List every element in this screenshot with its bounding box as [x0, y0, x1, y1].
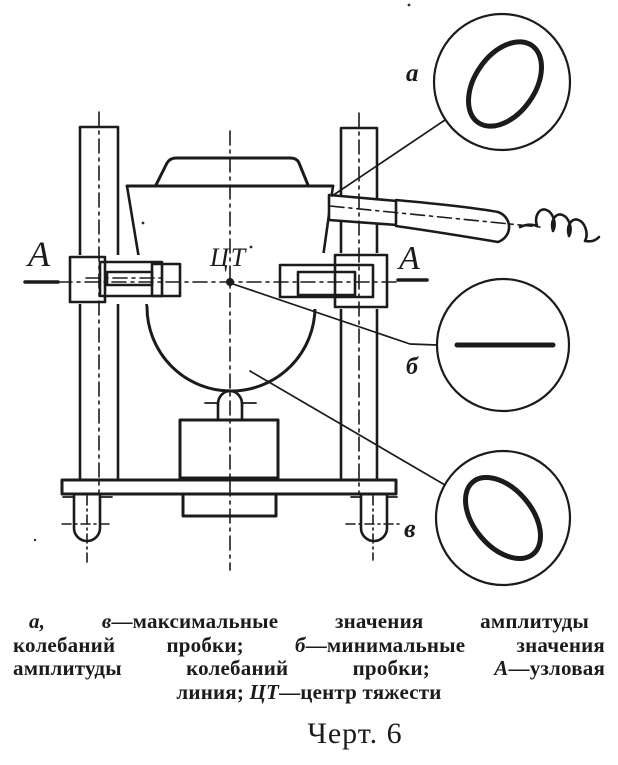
bowl-lid — [154, 156, 310, 187]
apparatus-diagram: А А ЦТ а б в — [23, 3, 601, 587]
leader-to-b — [232, 283, 438, 346]
knob — [204, 389, 257, 423]
detail-circle-v — [434, 449, 572, 587]
leader-to-a — [331, 119, 446, 197]
center-of-gravity-dot — [226, 278, 234, 286]
detail-circle-b — [435, 277, 571, 413]
label-center-of-gravity: ЦТ — [209, 243, 247, 272]
scan-specks — [33, 3, 411, 542]
figure-number: Черт. 6 — [307, 717, 403, 750]
caption-line: амплитуды колебаний пробки; А—узловая — [13, 656, 605, 680]
label-detail-v: в — [404, 514, 416, 543]
handle — [327, 193, 511, 244]
right-clamp — [278, 253, 390, 309]
detail-circle-a — [432, 12, 572, 152]
caption-line: колебаний пробки; б—минимальные значения — [13, 632, 605, 657]
right-leg — [350, 492, 398, 543]
leader-lines — [232, 119, 446, 486]
leader-to-v — [249, 370, 446, 486]
left-clamp — [68, 255, 182, 304]
label-detail-a: а — [406, 60, 419, 87]
label-detail-b: б — [406, 354, 419, 380]
spring-tip — [518, 208, 601, 243]
weight-block — [178, 418, 280, 480]
caption-line: линия; ЦТ—центр тяжести — [176, 679, 442, 704]
label-nodal-right: А — [397, 240, 420, 277]
base-plate — [60, 478, 398, 496]
caption-line: а, в—максимальные значения амплитуды — [29, 609, 589, 633]
label-nodal-left: А — [26, 234, 51, 274]
